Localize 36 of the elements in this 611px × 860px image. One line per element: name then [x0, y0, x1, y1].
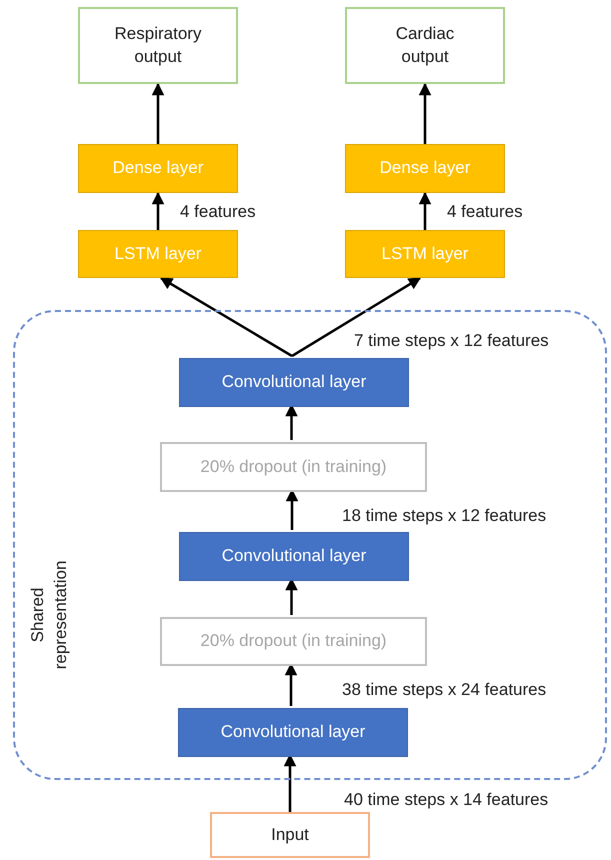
node-label: Dense layer [112, 157, 204, 180]
layer-box [179, 358, 409, 407]
edge-label: 7 time steps x 12 features [352, 331, 551, 352]
arrow [291, 276, 422, 358]
input-box [210, 812, 370, 858]
edge-label: 18 time steps x 12 features [340, 506, 548, 526]
group-label: Shared representation [27, 560, 71, 672]
output-box [78, 7, 238, 84]
node-label: Convolutional layer [220, 721, 366, 744]
layer-box [345, 230, 505, 278]
edge-label: 38 time steps x 24 features [340, 680, 548, 700]
node-label: Convolutional layer [222, 371, 366, 394]
arrow [152, 82, 164, 144]
layer-box [178, 708, 408, 757]
node-label: 20% dropout (in training) [200, 456, 387, 478]
node-label: Dense layer [380, 157, 470, 180]
node-label: Respiratory output [114, 22, 202, 68]
dashed-group [13, 310, 607, 780]
arrow [418, 192, 432, 230]
node-label: 20% dropout (in training) [200, 630, 387, 652]
layer-box [78, 230, 238, 278]
edge-label: 40 time steps x 14 features [342, 790, 550, 810]
node-label: Convolutional layer [222, 545, 366, 568]
layer-box [160, 442, 427, 492]
arrow [152, 192, 164, 230]
node-label: Input [271, 824, 309, 846]
node-label: LSTM layer [382, 242, 468, 265]
node-label: Cardiac output [394, 22, 456, 68]
layer-box [78, 144, 238, 193]
layer-box [179, 532, 409, 581]
layer-box [160, 617, 427, 666]
arrow [418, 82, 432, 144]
output-box [345, 7, 505, 84]
layer-box [345, 144, 505, 193]
arrow [160, 276, 293, 358]
node-label: LSTM layer [114, 242, 202, 265]
